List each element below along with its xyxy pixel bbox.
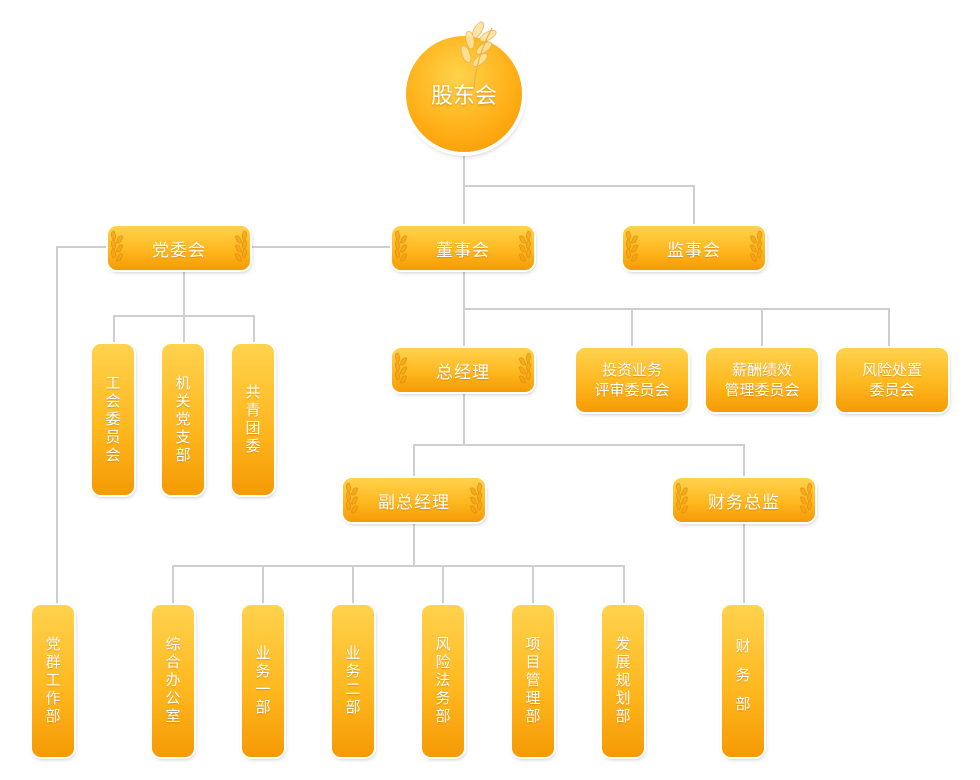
node-label: 风险法务部	[433, 636, 452, 726]
node-label: 薪酬绩效 管理委员会	[724, 360, 799, 400]
node-label: 共青团委	[243, 383, 262, 456]
cfo-node: 财务总监	[673, 478, 815, 522]
node-label: 党群工作部	[43, 636, 62, 726]
wheat-ear-icon	[674, 481, 689, 519]
node-label: 业务二部	[343, 645, 362, 717]
node-label: 副总经理	[378, 492, 450, 513]
node-label: 投资业务 评审委员会	[594, 360, 669, 400]
label-line-1: 薪酬绩效	[731, 361, 792, 379]
compensation-committee-node: 薪酬绩效 管理委员会	[706, 348, 818, 412]
general-manager-node: 总经理	[392, 348, 534, 392]
node-label: 财务部	[733, 637, 752, 725]
node-label: 监事会	[667, 240, 721, 261]
node-label: 财务总监	[708, 492, 780, 513]
wheat-ear-icon	[344, 481, 359, 519]
business-dept-two-node: 业务二部	[332, 605, 374, 757]
node-label: 总经理	[436, 362, 490, 383]
node-label: 党委会	[152, 240, 206, 261]
node-label: 股东会	[430, 84, 497, 109]
wheat-ear-icon	[799, 481, 814, 519]
label-line-1: 风险处置	[861, 361, 922, 379]
node-label: 综合办公室	[163, 636, 182, 726]
business-dept-one-node: 业务一部	[242, 605, 284, 757]
general-office-node: 综合办公室	[152, 605, 194, 757]
finance-dept-node: 财务部	[722, 605, 764, 757]
project-management-dept-node: 项目管理部	[512, 605, 554, 757]
party-committee-node: 党委会	[108, 226, 250, 270]
wheat-ear-icon	[624, 229, 639, 267]
node-label: 董事会	[436, 240, 490, 261]
wheat-ear-icon	[393, 351, 408, 389]
party-mass-work-dept-node: 党群工作部	[32, 605, 74, 757]
wheat-ear-icon	[749, 229, 764, 267]
trade-union-committee-node: 工会委员会	[92, 344, 134, 495]
supervisory-board-node: 监事会	[623, 226, 765, 270]
investment-review-committee-node: 投资业务 评审委员会	[576, 348, 688, 412]
wheat-ear-icon	[518, 351, 533, 389]
board-of-directors-node: 董事会	[392, 226, 534, 270]
label-line-2: 管理委员会	[724, 381, 800, 399]
development-planning-dept-node: 发展规划部	[602, 605, 644, 757]
label-line-1: 投资业务	[601, 361, 662, 379]
wheat-icon	[460, 21, 497, 89]
label-line-2: 评审委员会	[594, 381, 670, 399]
label-line-2: 委员会	[869, 381, 915, 399]
wheat-ear-icon	[518, 229, 533, 267]
node-label: 工会委员会	[103, 374, 122, 465]
party-branch-node: 机关党支部	[162, 344, 204, 495]
youth-league-node: 共青团委	[232, 344, 274, 495]
wheat-ear-icon	[469, 481, 484, 519]
node-label: 业务一部	[253, 645, 272, 717]
deputy-general-manager-node: 副总经理	[343, 478, 485, 522]
wheat-ear-icon	[234, 229, 249, 267]
risk-disposal-committee-node: 风险处置 委员会	[836, 348, 948, 412]
wheat-ear-icon	[109, 229, 124, 267]
node-label: 机关党支部	[173, 374, 192, 465]
wheat-ear-icon	[393, 229, 408, 267]
node-label: 风险处置 委员会	[862, 360, 922, 400]
node-label: 项目管理部	[523, 636, 542, 726]
node-label: 发展规划部	[613, 636, 632, 726]
risk-legal-dept-node: 风险法务部	[422, 605, 464, 757]
